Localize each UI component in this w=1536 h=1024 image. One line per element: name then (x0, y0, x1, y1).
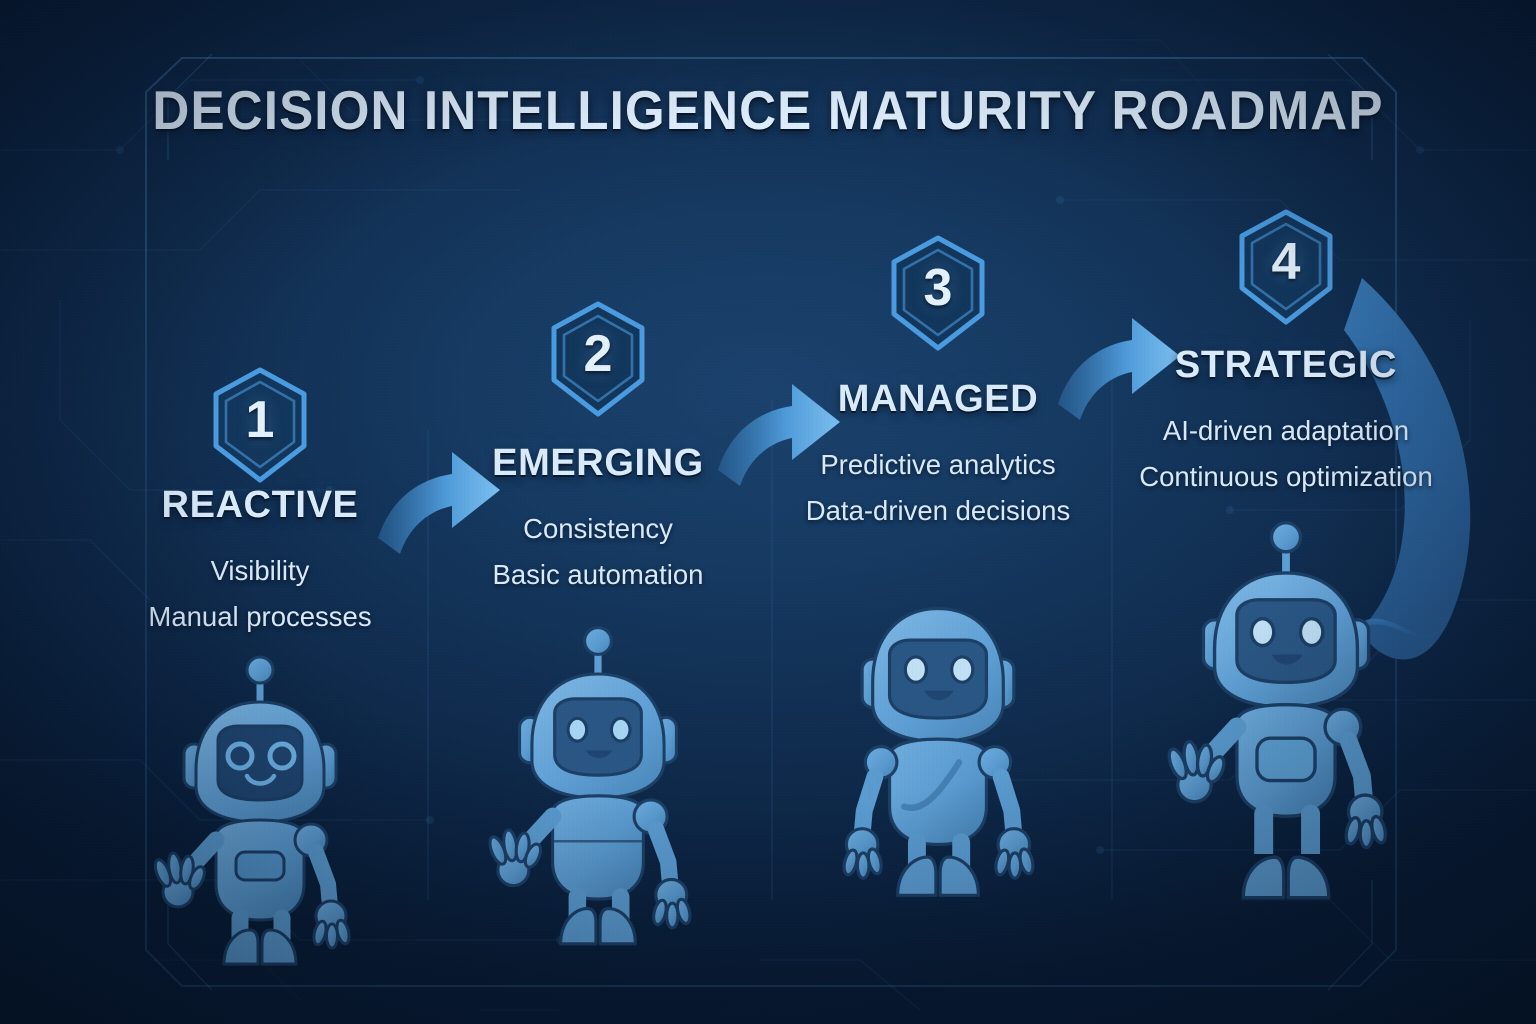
waving-robot-icon (488, 626, 692, 952)
robot-feet-icon (1241, 855, 1331, 900)
stage-column-2[interactable]: 2 EMERGING Consistency Basic automation (412, 0, 784, 1024)
stage-bullets: AI-driven adaptation Continuous optimiza… (1100, 408, 1472, 500)
stage-badge-2[interactable]: 2 (544, 300, 652, 418)
stage-bullet: AI-driven adaptation (1162, 415, 1410, 446)
robot-illustration-4 (1161, 504, 1411, 873)
stage-bullet: Basic automation (492, 559, 704, 590)
stage-column-3[interactable]: 3 MANAGED Predictive analytics Data-driv… (752, 0, 1124, 1024)
robot-illustration-2 (482, 610, 714, 952)
robot-feet-1 (180, 920, 340, 971)
waving-robot-icon (1167, 521, 1388, 873)
stage-title: REACTIVE (161, 484, 359, 526)
stage-badge-4[interactable]: 4 (1232, 208, 1340, 326)
stage-title: EMERGING (492, 442, 704, 484)
stage-title: STRATEGIC (1174, 344, 1398, 386)
robot-feet-icon (896, 855, 980, 897)
standing-robot-icon (842, 606, 1035, 900)
stage-badge-3[interactable]: 3 (884, 234, 992, 352)
stage-bullet: Consistency (523, 513, 673, 544)
stage-bullets: Consistency Basic automation (412, 506, 784, 598)
stage-number: 1 (245, 391, 275, 449)
robot-illustration-1 (148, 640, 372, 971)
stage-number: 4 (1271, 233, 1301, 291)
stage-bullet: Continuous optimization (1139, 461, 1433, 492)
stage-badge-1[interactable]: 1 (206, 366, 314, 484)
stage-number: 2 (583, 325, 613, 383)
waving-robot-icon (153, 655, 351, 971)
stage-number: 3 (923, 259, 953, 317)
stage-bullet: Visibility (210, 555, 310, 586)
stage-bullets: Visibility Manual processes (74, 548, 446, 640)
stage-bullets: Predictive analytics Data-driven decisio… (752, 442, 1124, 534)
stage-column-4[interactable]: 4 STRATEGIC AI-driven adaptation Continu… (1100, 0, 1472, 1024)
stage-bullet: Manual processes (148, 601, 372, 632)
robot-feet-icon (559, 906, 637, 946)
stage-bullet: Predictive analytics (820, 449, 1056, 480)
robot-illustration-3 (820, 552, 1056, 900)
stage-title: MANAGED (837, 378, 1039, 420)
stage-bullet: Data-driven decisions (805, 495, 1071, 526)
stage-column-1[interactable]: 1 REACTIVE Visibility Manual processes (74, 0, 446, 1024)
robot-feet-4 (1196, 848, 1376, 905)
robot-feet-2 (515, 898, 681, 951)
robot-feet-3 (853, 848, 1023, 903)
robot-feet-icon (222, 928, 298, 966)
